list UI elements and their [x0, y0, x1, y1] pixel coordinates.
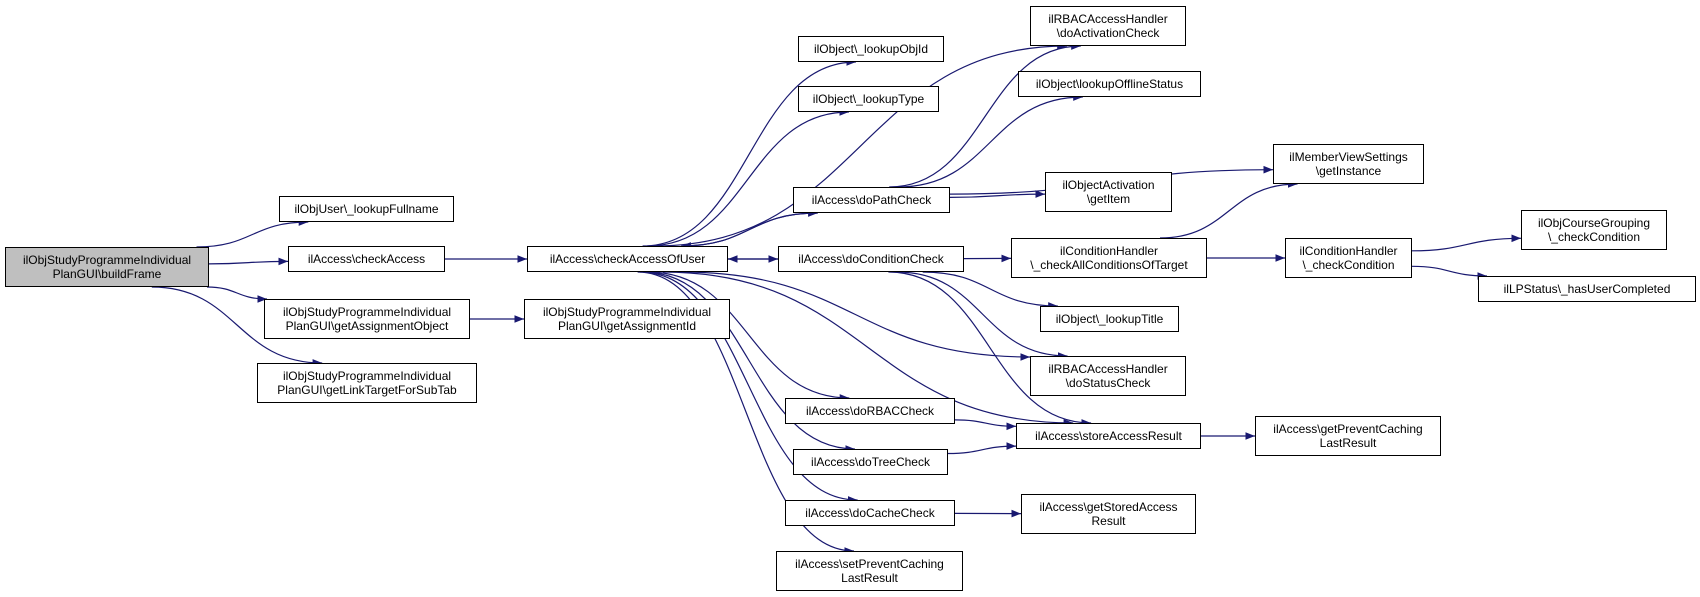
- node-checkCondition[interactable]: ilConditionHandler \_checkCondition: [1285, 238, 1412, 278]
- edge-checkAccessOfUser-to-doActivationCheck: [654, 42, 1067, 247]
- node-checkAllConditions[interactable]: ilConditionHandler \_checkAllConditionsO…: [1011, 238, 1207, 278]
- edge-checkAccessOfUser-to-doStatusCheck: [680, 271, 1031, 361]
- edge-checkAccessOfUser-to-lookupObjId: [642, 58, 856, 247]
- node-lookupOfflineStatus[interactable]: ilObject\lookupOfflineStatus: [1018, 71, 1201, 97]
- edge-doConditionCheck-to-lookupTitle: [922, 271, 1058, 310]
- node-setPreventCaching[interactable]: ilAccess\setPreventCaching LastResult: [776, 551, 963, 591]
- node-hasUserCompleted[interactable]: ilLPStatus\_hasUserCompleted: [1478, 276, 1696, 302]
- edge-checkAllConditions-to-getInstance: [1159, 180, 1298, 239]
- node-getStoredAccessResult[interactable]: ilAccess\getStoredAccess Result: [1021, 494, 1196, 534]
- node-doTreeCheck[interactable]: ilAccess\doTreeCheck: [793, 449, 948, 475]
- node-getInstance[interactable]: ilMemberViewSettings \getInstance: [1273, 144, 1424, 184]
- node-courseGroupingCheck[interactable]: ilObjCourseGrouping \_checkCondition: [1521, 210, 1667, 250]
- edge-doConditionCheck-to-doStatusCheck: [897, 271, 1068, 360]
- node-getPreventCachingLast[interactable]: ilAccess\getPreventCaching LastResult: [1255, 416, 1441, 456]
- node-getAssignmentObject[interactable]: ilObjStudyProgrammeIndividual PlanGUI\ge…: [264, 299, 470, 339]
- edge-buildFrame-to-lookupFullname: [196, 218, 309, 248]
- edge-checkAccessOfUser-to-setPreventCaching: [637, 271, 855, 555]
- node-lookupTitle[interactable]: ilObject\_lookupTitle: [1040, 306, 1179, 332]
- edge-checkAccessOfUser-to-doRBACCheck: [648, 271, 850, 402]
- edge-checkAccessOfUser-to-doTreeCheck: [643, 271, 855, 453]
- edge-doPathCheck-to-lookupOfflineStatus: [898, 93, 1083, 188]
- edge-buildFrame-to-getAssignmentObject: [206, 286, 268, 303]
- node-lookupType[interactable]: ilObject\_lookupType: [798, 86, 939, 112]
- edge-checkAccessOfUser-to-lookupType: [647, 108, 849, 247]
- node-checkAccessOfUser[interactable]: ilAccess\checkAccessOfUser: [527, 246, 728, 272]
- node-doActivationCheck[interactable]: ilRBACAccessHandler \doActivationCheck: [1030, 6, 1186, 46]
- node-doRBACCheck[interactable]: ilAccess\doRBACCheck: [785, 398, 955, 424]
- edge-doPathCheck-to-getItem: [949, 190, 1046, 198]
- edge-doRBACCheck-to-storeAccessResult: [954, 419, 1017, 431]
- node-getItem[interactable]: ilObjectActivation \getItem: [1045, 172, 1172, 212]
- edge-buildFrame-to-getLinkTargetForSubTab: [151, 286, 323, 367]
- edge-doConditionCheck-to-storeAccessResult: [888, 271, 1092, 427]
- node-buildFrame[interactable]: ilObjStudyProgrammeIndividual PlanGUI\bu…: [5, 247, 209, 287]
- node-getLinkTargetForSubTab[interactable]: ilObjStudyProgrammeIndividual PlanGUI\ge…: [257, 363, 477, 403]
- edge-doPathCheck-to-checkAccessOfUser: [681, 212, 818, 250]
- node-doConditionCheck[interactable]: ilAccess\doConditionCheck: [778, 246, 964, 272]
- edge-checkAccessOfUser-to-storeAccessResult: [662, 271, 1074, 427]
- edge-checkCondition-to-courseGroupingCheck: [1411, 234, 1522, 252]
- edge-buildFrame-to-checkAccess: [208, 257, 289, 266]
- edge-checkAccessOfUser-to-doCacheCheck: [639, 271, 858, 504]
- node-doPathCheck[interactable]: ilAccess\doPathCheck: [793, 187, 950, 213]
- edge-checkCondition-to-hasUserCompleted: [1411, 265, 1488, 280]
- node-lookupObjId[interactable]: ilObject\_lookupObjId: [798, 36, 944, 62]
- node-storeAccessResult[interactable]: ilAccess\storeAccessResult: [1016, 423, 1201, 449]
- node-checkAccess[interactable]: ilAccess\checkAccess: [288, 246, 445, 272]
- edge-doPathCheck-to-doActivationCheck: [889, 42, 1081, 188]
- node-getAssignmentId[interactable]: ilObjStudyProgrammeIndividual PlanGUI\ge…: [524, 299, 730, 339]
- node-doCacheCheck[interactable]: ilAccess\doCacheCheck: [785, 500, 955, 526]
- node-doStatusCheck[interactable]: ilRBACAccessHandler \doStatusCheck: [1030, 356, 1186, 396]
- node-lookupFullname[interactable]: ilObjUser\_lookupFullname: [279, 196, 454, 222]
- edge-doTreeCheck-to-storeAccessResult: [947, 442, 1017, 455]
